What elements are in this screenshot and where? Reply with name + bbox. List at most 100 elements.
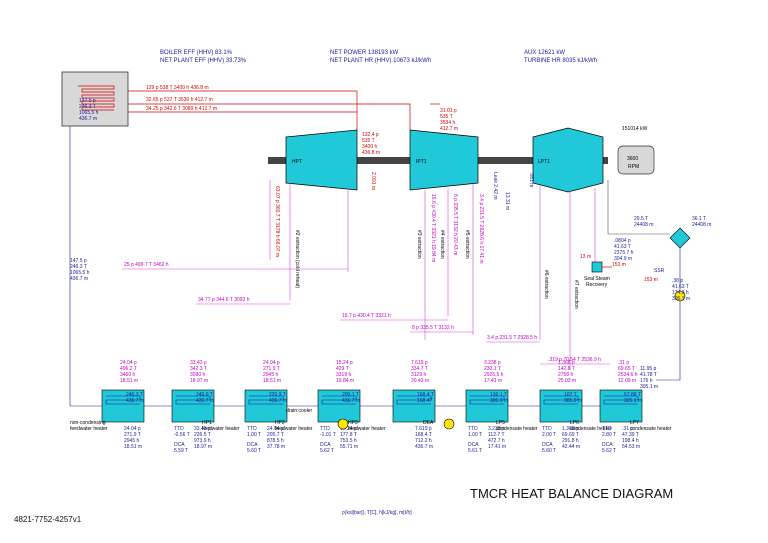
extraction-ip-values: 15.6 p 430.4 T 3321 h 19.84 m [430, 194, 436, 262]
net-power: NET POWER 138193 kW [330, 50, 399, 56]
hpt-inlet-t: 535 T [362, 138, 375, 144]
lpt-label: LPT1 [538, 159, 550, 165]
heater-name: LP7 [630, 420, 639, 426]
heater-top-value: .31 p [618, 360, 629, 366]
ttd-label: TTD [247, 426, 257, 432]
heater-name: LP6 [570, 420, 579, 426]
hp-turbine [285, 129, 358, 191]
heater-top-value: 25.03 m [558, 378, 576, 384]
hotwell-m: 305.1 m [672, 296, 690, 302]
hpt-inlet-p: 132.4 p [362, 132, 379, 138]
heater-bottom-value: 472.7 h [488, 438, 505, 444]
generator-kw: 151014 kW [622, 126, 648, 132]
extraction-4-label: #4 extraction [439, 230, 445, 259]
cw-out-temp: 36.1 T [692, 216, 706, 222]
document-id: 4821-7752-4257v1 [14, 515, 82, 524]
heater-tube [175, 395, 211, 405]
extraction-7-label: #7 extraction [573, 280, 579, 309]
fw-return-h: 1065.5 h [70, 270, 90, 276]
extraction-ip2-values: 8 p 335.5 T 3132 h 20.43 m [452, 194, 458, 255]
heater-top-value: 3.238 p [484, 360, 501, 366]
heater-top-value: 429 T [336, 366, 349, 372]
heater-bottom-value: 54.53 m [622, 444, 640, 450]
heater-bottom-value: 55.71 m [340, 444, 358, 450]
heater-hp2 [244, 389, 288, 423]
boiler-inlet-h: 1065.5 h [79, 110, 99, 116]
extraction-5-label: #5 extraction [464, 230, 470, 259]
heater-box-value: 200.1 T [342, 392, 359, 398]
heater-bottom-value: 17.41 m [488, 444, 506, 450]
heater-top-value: 142.8 T [558, 366, 575, 372]
feed-pump [337, 418, 349, 430]
fw-return-t: 246.3 T [70, 264, 87, 270]
lp-turbine [532, 127, 604, 193]
net-plant-hr: NET PLANT HR (HHV) 10673 kJ/kWh [330, 58, 431, 64]
heater-top-value: 334.7 T [411, 366, 428, 372]
ssr-flow: 153 m [644, 277, 658, 283]
boiler-inlet-m: 436.7 m [79, 116, 97, 122]
heater-bottom-value: 271.9 T [124, 432, 141, 438]
seal-steam-label-2: Recovery [586, 282, 608, 288]
heater-top-value: 3460 h [120, 372, 136, 378]
seal-flow: 153 m [612, 262, 626, 268]
heater-name: feedwater heater [348, 426, 386, 432]
heater-top-value: 2945 h [263, 372, 279, 378]
heater-bottom-value: 168.4 T [415, 432, 432, 438]
heater-bottom-value: 712.2 h [415, 438, 432, 444]
heater-bottom-value: 436.7 m [415, 444, 433, 450]
turbine-hr: TURBINE HR 8035 kJ/kWh [524, 58, 597, 64]
dca-value: 5.61 T [468, 448, 482, 454]
heater-top-value: 19.84 m [336, 378, 354, 384]
ttd-value: 2.80 T [602, 432, 616, 438]
heater-top-value: 24.04 p [120, 360, 137, 366]
cw-in-temp: 29.5 T [634, 216, 648, 222]
lpt-flow-a: 13.31 m [504, 192, 510, 210]
ipt-label: IPT1 [416, 159, 427, 165]
right-stream-p: 11.95 p [640, 366, 657, 372]
dca-value: 5.62 T [602, 448, 616, 454]
dea-pump [443, 418, 455, 430]
hpt-inlet-h: 3400 h [362, 144, 378, 150]
hot-reheat-line [128, 103, 411, 130]
heater-bottom-value: 177.8 T [340, 432, 357, 438]
heater-top-value: 17.41 m [484, 378, 502, 384]
heater-top-value: 3319 h [336, 372, 352, 378]
ttd-label: TTD [602, 426, 612, 432]
heater-bottom-value: 47.39 T [622, 432, 639, 438]
heater-bottom-value: 18.97 m [194, 444, 212, 450]
heater-bottom-value: 24.04 p [267, 426, 284, 432]
seal-steam-label-1: Seal Steam [584, 276, 610, 282]
heater-bottom-value: 18.51 m [124, 444, 142, 450]
fw-return-p: 147.5 p [70, 258, 87, 264]
heater-box-value: 436.7 m [269, 398, 287, 404]
cond-t: 41.63 T [614, 244, 631, 250]
heater-name: HP2 [275, 420, 285, 426]
extraction-line-34: 34.77 p 344.6 T 3092 h [198, 297, 250, 303]
heater-bottom-value: 37.78 m [267, 444, 285, 450]
heater-box-value: 305.1 m [624, 398, 642, 404]
heater-hp0 [101, 389, 145, 423]
heater-top-value: 12.09 m [618, 378, 636, 384]
extraction-2-label: #2 extraction (cold reheat) [294, 230, 300, 288]
heater-top-value: 69.65 T [618, 366, 635, 372]
main-steam-line [128, 90, 358, 130]
heater-box-value: 240.9 T [196, 392, 213, 398]
cw-in-flow: 24408 m [634, 222, 653, 228]
heater-top-value: 271.9 T [263, 366, 280, 372]
cold-reheat-values: 34.25 p 342.6 T 3089 h 412.7 m [146, 106, 217, 112]
heater-top-value: 15.24 p [336, 360, 353, 366]
heater-name: HP1 [202, 420, 212, 426]
heater-top-value: 2926.5 h [484, 372, 504, 378]
heater-lp6 [539, 389, 583, 423]
heater-top-value: 496.2 T [120, 366, 137, 372]
ttd-value: 1.00 T [247, 432, 261, 438]
net-plant-eff: NET PLANT EFF (HHV) 33.73% [160, 58, 247, 64]
leak-flow: Leak 2.42 m [492, 172, 498, 200]
heater-hp1 [171, 389, 215, 423]
cw-out-flow: 24408 m [692, 222, 711, 228]
extraction-line-25: 25 p 499.7 T 3462 h [124, 262, 169, 268]
heater-bottom-value: 42.44 m [562, 444, 580, 450]
generator-rpm-value: 3600 [627, 156, 638, 162]
main-steam-values: 129 p 538 T 3400 h 436.8 m [146, 85, 209, 91]
heater-tube [396, 395, 432, 405]
